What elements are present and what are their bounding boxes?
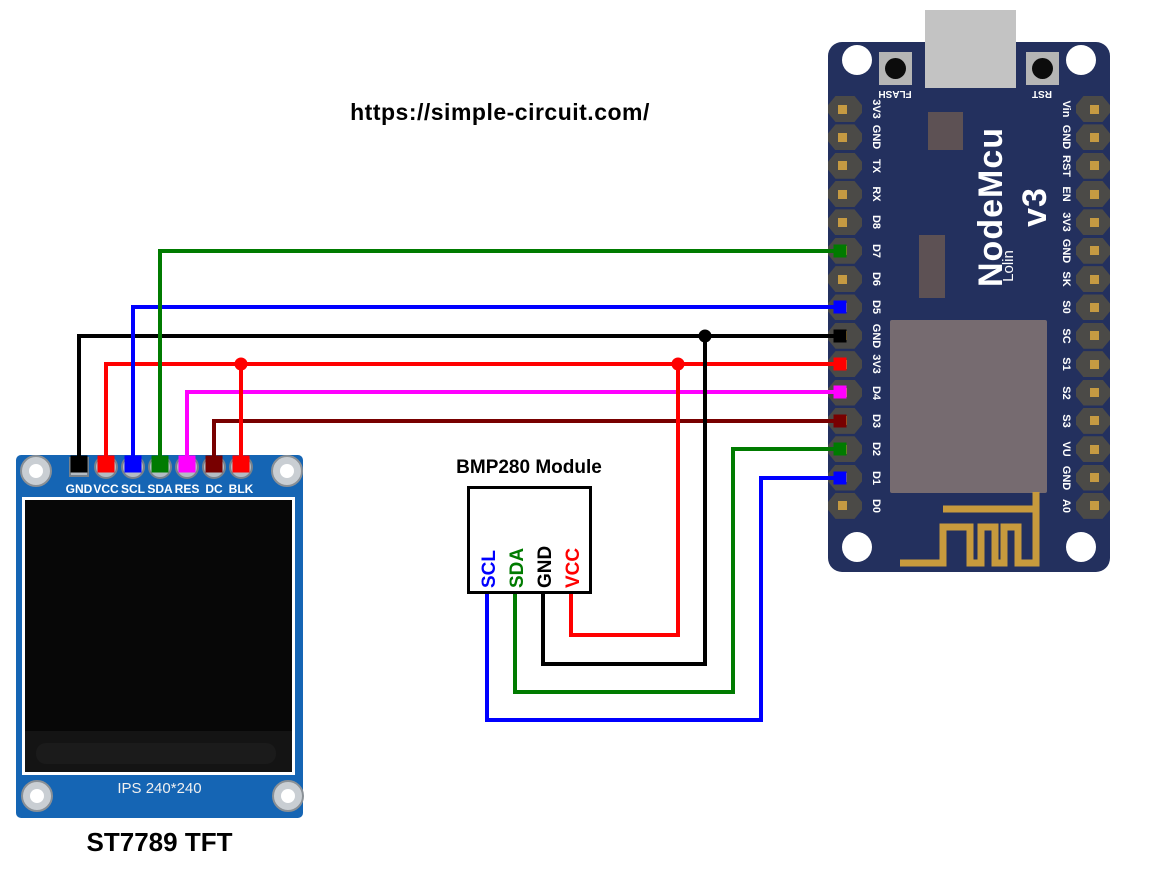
gold-pad — [1090, 274, 1099, 284]
gold-pad — [1090, 161, 1099, 171]
bmp280-module: SCL SDA GND VCC — [467, 486, 592, 594]
gold-pad — [1090, 104, 1099, 114]
wire-tft-gnd-to-mcu-gnd — [77, 334, 840, 465]
gold-pad — [838, 161, 847, 171]
mounting-hole-inner — [281, 789, 295, 803]
board-subtitle: Lolin — [1000, 250, 1017, 282]
esp8266-shield — [890, 320, 1047, 493]
mounting-hole — [842, 532, 872, 562]
gold-pad — [1090, 246, 1099, 256]
tft-pin-label-DC: DC — [205, 482, 223, 496]
mounting-hole-inner — [29, 464, 43, 478]
gold-pad — [1090, 189, 1099, 199]
gold-pad — [1090, 331, 1099, 341]
screen-flex-bar — [36, 743, 276, 764]
gold-pad — [838, 302, 847, 312]
bmp-pin-label-SCL: SCL — [479, 550, 500, 588]
gold-pad — [838, 189, 847, 199]
mounting-hole — [842, 45, 872, 75]
flash-button-cap — [885, 58, 906, 79]
mounting-hole-inner — [280, 464, 294, 478]
tft-pin-label-VCC: VCC — [93, 482, 119, 496]
gold-pad — [1090, 132, 1099, 142]
gold-pad — [838, 388, 847, 397]
tft-pin-label-GND: GND — [65, 482, 93, 496]
gold-pad — [1090, 416, 1099, 426]
gold-pad — [1090, 217, 1099, 227]
tft-caption: ST7789 TFT — [86, 827, 233, 857]
mounting-hole — [271, 455, 303, 487]
gold-pad — [838, 246, 847, 256]
chip — [919, 235, 945, 298]
gold-pad — [838, 132, 847, 142]
gold-pad — [838, 416, 847, 426]
mcu-pin-label-D0: D0 — [870, 498, 882, 513]
tft-pin-pad-SCL — [121, 455, 145, 479]
gold-pad — [1090, 302, 1099, 312]
wire-junction-0 — [234, 357, 248, 371]
wire-junction-2 — [698, 329, 712, 343]
tft-pin-pad-GND — [69, 457, 89, 477]
mounting-hole — [1066, 45, 1096, 75]
mounting-hole-inner — [30, 789, 44, 803]
mounting-hole — [20, 455, 52, 487]
chip — [928, 112, 963, 150]
bmp-pin-label-GND: GND — [535, 545, 556, 588]
gold-pad — [838, 104, 847, 114]
usb-connector — [925, 10, 1016, 88]
tft-pin-label-RES: RES — [174, 482, 200, 496]
gold-pad — [838, 331, 847, 341]
gold-pad — [838, 501, 847, 511]
wire-junction-1 — [671, 357, 685, 371]
tft-pin-pad-DC — [202, 455, 226, 479]
tft-screen — [22, 497, 295, 775]
mounting-hole — [21, 780, 53, 812]
gold-pad — [1090, 444, 1099, 454]
gold-pad — [1090, 473, 1099, 483]
bmp-pin-label-VCC: VCC — [563, 547, 584, 588]
mounting-hole — [272, 780, 304, 812]
tft-pin-pad-RES — [175, 455, 199, 479]
tft-pin-label-SDA: SDA — [147, 482, 173, 496]
tft-pin-pad-SDA — [148, 455, 172, 479]
screen-size-label: IPS 240*240 — [117, 780, 202, 797]
gold-pad — [838, 444, 847, 454]
reset-button — [1026, 52, 1059, 85]
gold-pad — [838, 217, 847, 227]
tft-pin-pad-BLK — [229, 455, 253, 479]
wire-tft-scl-to-mcu-d5 — [131, 305, 840, 465]
bmp280-title: BMP280 Module — [456, 457, 602, 478]
flash-button — [879, 52, 912, 85]
reset-button-cap — [1032, 58, 1053, 79]
gold-pad — [1090, 501, 1099, 511]
tft-pin-label-BLK: BLK — [228, 482, 254, 496]
gold-pad — [838, 274, 847, 284]
tft-pin-pad-VCC — [94, 455, 118, 479]
wire-tft-sda-to-mcu-d7 — [158, 249, 840, 465]
site-url: https://simple-circuit.com/ — [350, 99, 650, 125]
gold-pad — [838, 359, 847, 369]
gold-pad — [1090, 359, 1099, 369]
mounting-hole — [1066, 532, 1096, 562]
wire-tft-vcc-to-mcu-3v3 — [104, 362, 840, 465]
gold-pad — [838, 473, 847, 483]
mcu-pin-label-A0: A0 — [1060, 498, 1072, 513]
tft-pin-label-SCL: SCL — [121, 482, 145, 496]
gold-pad — [1090, 388, 1099, 397]
bmp-pin-label-SDA: SDA — [507, 547, 528, 588]
